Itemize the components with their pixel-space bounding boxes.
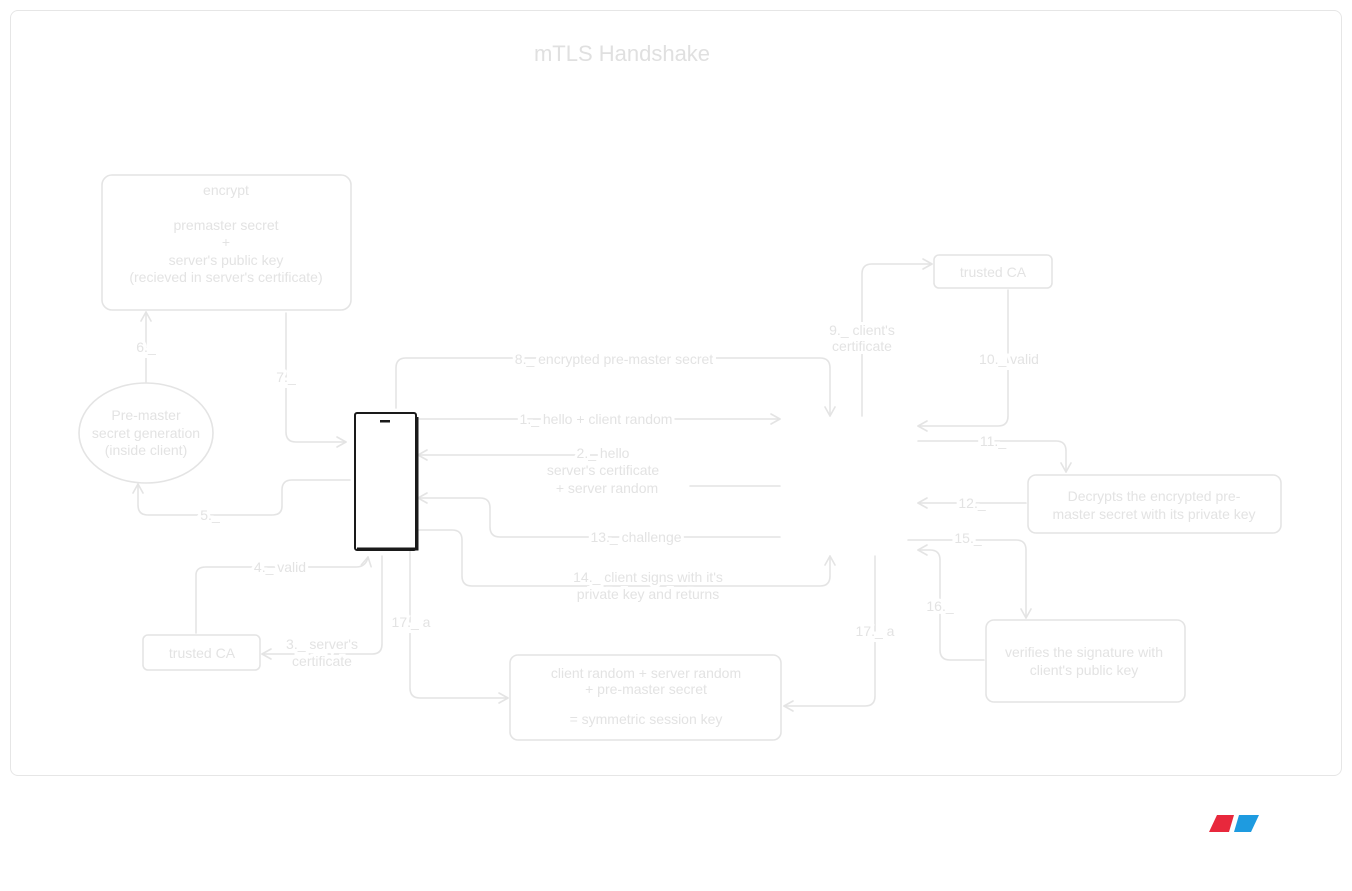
decrypt-box-line: Decrypts the encrypted pre-	[1068, 488, 1241, 504]
premaster-generation-line: Pre-master	[111, 407, 181, 423]
verify-box-line: verifies the signature with	[1005, 644, 1163, 660]
decrypt-box-line: master secret with its private key	[1052, 506, 1255, 522]
edge-16	[917, 544, 985, 661]
edge-9-label: 9._ client's	[829, 322, 895, 338]
trusted-ca-left: trusted CA	[142, 634, 261, 671]
edge-7	[285, 312, 347, 448]
edge-14	[417, 529, 836, 587]
edge-labels: 6._ 7._ 5._ 4._ valid 3._ server's certi…	[133, 319, 1042, 672]
edge-5	[132, 479, 351, 516]
edge-10	[917, 289, 1009, 432]
edge-10-label: 10._ valid	[979, 351, 1039, 367]
encrypt-box-line: +	[222, 234, 230, 250]
trusted-ca-left-label: trusted CA	[169, 645, 236, 661]
encrypt-box-line: server's public key	[169, 252, 284, 268]
diagram-frame	[10, 10, 1342, 776]
edge-15	[907, 539, 1032, 619]
encrypt-box: encrypt premaster secret + server's publ…	[101, 174, 352, 311]
edge-8	[395, 357, 836, 417]
edge-2-label: 2._ hello	[577, 445, 630, 461]
edge-17a-right	[783, 555, 876, 712]
verify-box-line: client's public key	[1030, 662, 1139, 678]
edge-13-label: 13._ challenge	[590, 529, 681, 545]
encrypt-box-line: encrypt	[203, 182, 249, 198]
edge-2-label: server's certificate	[547, 462, 660, 478]
decrypt-box: Decrypts the encrypted pre- master secre…	[1027, 474, 1282, 534]
session-key-line: client random + server random	[551, 665, 741, 681]
edge-3-label: certificate	[292, 653, 352, 669]
edge-17a-right-label: 17._ a	[856, 623, 895, 639]
diagram-title: mTLS Handshake	[534, 41, 710, 66]
brand-logo-icon	[1209, 815, 1259, 832]
edge-3	[261, 555, 383, 660]
edge-17a-left-label: 17._ a	[392, 614, 431, 630]
edge-4-label: 4._ valid	[254, 559, 306, 575]
edge-5-label: 5._	[200, 507, 220, 523]
edge-4	[195, 556, 372, 634]
session-key-line: = symmetric session key	[570, 711, 723, 727]
edge-14-label: 14._ client signs with it's	[573, 569, 723, 585]
edge-15-label: 15._	[954, 530, 981, 546]
edge-1-label: 1._ hello + client random	[520, 411, 673, 427]
edge-2	[418, 455, 781, 487]
edges	[132, 258, 1072, 712]
phone-icon	[354, 412, 419, 551]
edge-6-label: 6._	[136, 339, 156, 355]
edge-17a-left	[409, 549, 509, 704]
trusted-ca-right: trusted CA	[933, 254, 1053, 289]
premaster-generation-line: (inside client)	[105, 442, 187, 458]
encrypt-box-line: premaster secret	[173, 217, 278, 233]
verify-box: verifies the signature with client's pub…	[985, 619, 1186, 703]
edge-11	[917, 440, 1072, 473]
edge-16-label: 16._	[926, 598, 953, 614]
session-key-box: client random + server random + pre-mast…	[509, 654, 782, 741]
session-key-line: + pre-master secret	[585, 681, 707, 697]
edge-11-label: 11._	[980, 433, 1006, 449]
encrypt-box-line: (recieved in server's certificate)	[129, 269, 322, 285]
premaster-generation-node: Pre-master secret generation (inside cli…	[78, 382, 214, 484]
edge-3-label: 3._ server's	[286, 636, 358, 652]
edge-9	[861, 258, 933, 417]
premaster-generation-line: secret generation	[92, 425, 200, 441]
edge-14-label: private key and returns	[577, 586, 719, 602]
edge-9-label: certificate	[832, 338, 892, 354]
edge-8-label: 8._ encrypted pre-master secret	[515, 351, 714, 367]
edge-13	[417, 492, 781, 538]
edge-7-label: 7._	[276, 369, 296, 385]
edge-12-label: 12._	[958, 495, 985, 511]
edge-2-label: + server random	[556, 480, 658, 496]
trusted-ca-right-label: trusted CA	[960, 264, 1027, 280]
